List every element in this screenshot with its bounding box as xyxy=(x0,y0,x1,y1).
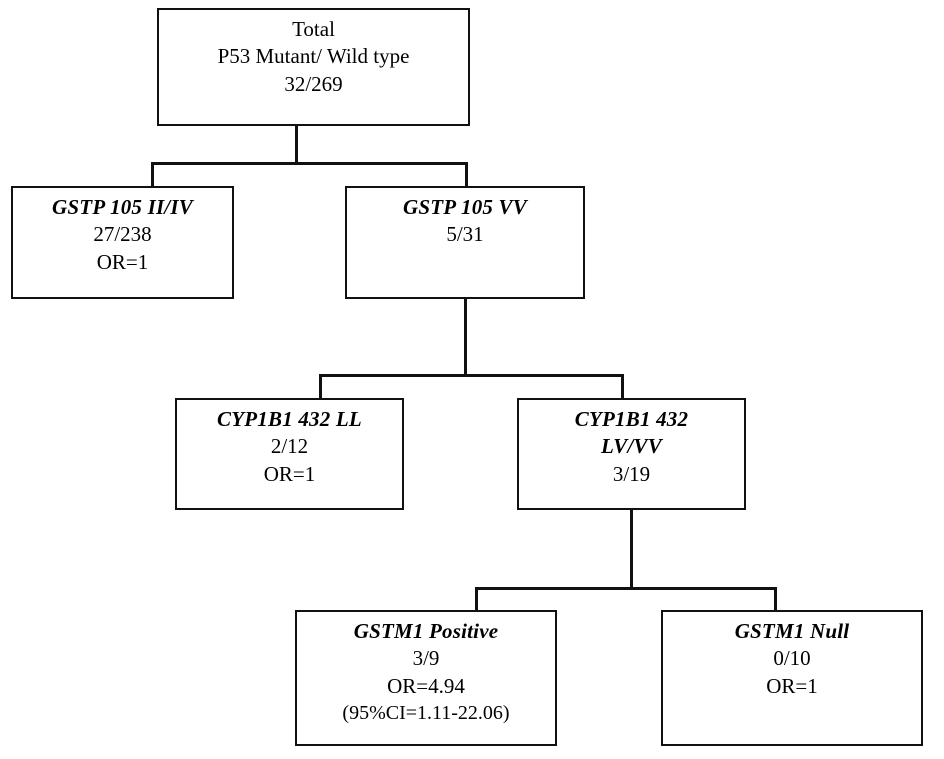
node-gstm1-positive-gene: GSTM1 Positive xyxy=(353,619,499,643)
edge-gstp-vv-to-cyp-lv-vv xyxy=(621,374,624,399)
edge-level3-bar xyxy=(475,587,777,590)
node-total-subtitle: P53 Mutant/ Wild type xyxy=(217,44,410,69)
node-cyp-lv-vv-gene-line2: LV/VV xyxy=(601,434,662,459)
edge-level2-bar xyxy=(319,374,624,377)
node-cyp1b1-432-lv-vv[interactable]: CYP1B1 432 LV/VV 3/19 xyxy=(517,398,746,510)
edge-total-to-gstp-ii-iv xyxy=(151,162,154,188)
node-gstp-ii-iv-or: OR=1 xyxy=(96,249,149,274)
node-gstm1-null-or: OR=1 xyxy=(766,673,818,698)
node-gstm1-null[interactable]: GSTM1 Null 0/10 OR=1 xyxy=(661,610,923,746)
node-gstm1-positive[interactable]: GSTM1 Positive 3/9 OR=4.94 (95%CI=1.11-2… xyxy=(295,610,557,746)
node-cyp-lv-vv-ratio: 3/19 xyxy=(612,461,651,486)
node-cyp1b1-432-ll[interactable]: CYP1B1 432 LL 2/12 OR=1 xyxy=(175,398,404,510)
node-gstp-ii-iv-gene: GSTP 105 II/IV xyxy=(52,195,193,219)
node-cyp-ll-or: OR=1 xyxy=(263,461,316,486)
edge-cyp-lv-vv-stem xyxy=(630,510,633,589)
node-total-ratio: 32/269 xyxy=(284,71,343,96)
node-total-title: Total xyxy=(292,17,335,41)
node-gstm1-null-ratio: 0/10 xyxy=(773,646,811,671)
edge-level1-bar xyxy=(151,162,468,165)
edge-cyp-lv-vv-to-gstm1-null xyxy=(774,587,777,611)
node-cyp-ll-gene: CYP1B1 432 LL xyxy=(217,407,362,431)
node-gstp-vv-ratio: 5/31 xyxy=(446,222,484,247)
node-gstm1-positive-ci: (95%CI=1.11-22.06) xyxy=(342,701,510,724)
node-gstp-ii-iv-ratio: 27/238 xyxy=(93,222,152,247)
node-gstp-105-ii-iv[interactable]: GSTP 105 II/IV 27/238 OR=1 xyxy=(11,186,234,299)
node-gstm1-positive-ratio: 3/9 xyxy=(412,646,440,671)
edge-total-stem xyxy=(295,125,298,164)
edge-cyp-lv-vv-to-gstm1-positive xyxy=(475,587,478,611)
edge-gstp-vv-to-cyp-ll xyxy=(319,374,322,399)
edge-gstp-vv-stem xyxy=(464,299,467,376)
node-gstp-vv-gene: GSTP 105 VV xyxy=(403,195,527,219)
node-cyp-lv-vv-gene-line1: CYP1B1 432 xyxy=(574,407,689,431)
node-gstp-105-vv[interactable]: GSTP 105 VV 5/31 xyxy=(345,186,585,299)
node-gstm1-null-gene: GSTM1 Null xyxy=(734,619,850,643)
node-total[interactable]: Total P53 Mutant/ Wild type 32/269 xyxy=(157,8,470,126)
node-gstm1-positive-or: OR=4.94 xyxy=(387,673,465,698)
edge-total-to-gstp-vv xyxy=(465,162,468,188)
node-cyp-ll-ratio: 2/12 xyxy=(270,434,309,459)
